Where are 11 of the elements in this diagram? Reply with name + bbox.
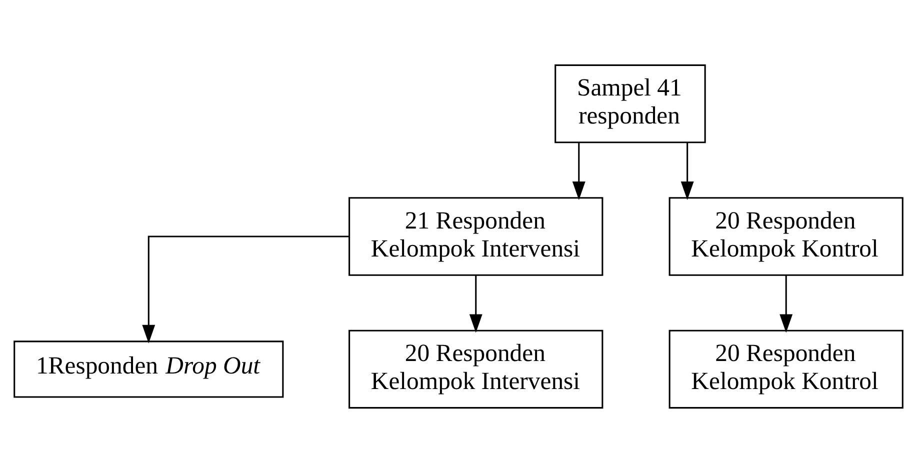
node-box: 1Responden Drop Out [14, 340, 284, 398]
node-box: 20 Responden Kelompok Kontrol [668, 196, 904, 276]
node-box: 20 Responden Kelompok Kontrol [668, 329, 904, 408]
arrow [680, 142, 694, 200]
node-box: Sampel 41 responden [554, 64, 706, 143]
arrow [469, 275, 482, 332]
arrow [780, 275, 793, 332]
arrow [142, 235, 349, 343]
arrow [572, 142, 586, 200]
node-box: 20 Responden Kelompok Intervensi [348, 329, 604, 408]
node-box: 21 Responden Kelompok Intervensi [348, 196, 604, 276]
